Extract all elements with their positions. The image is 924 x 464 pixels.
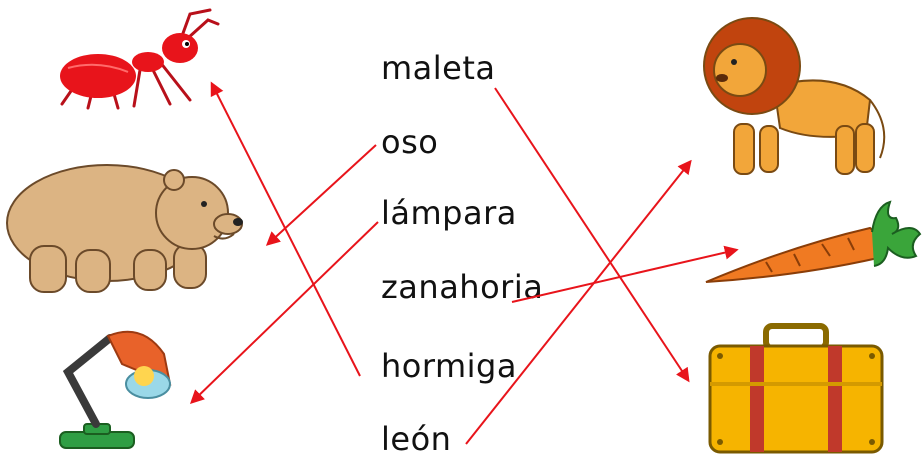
word-maleta: maleta: [381, 49, 496, 87]
lion-icon: [703, 17, 886, 175]
match-line-hormiga: [210, 81, 361, 377]
match-line-lampara: [189, 221, 379, 404]
desk-lamp-icon: [59, 330, 172, 449]
match-line-zanahoria: [511, 245, 739, 303]
match-line-oso: [265, 144, 377, 246]
word-lampara: lámpara: [381, 194, 517, 232]
word-hormiga: hormiga: [381, 347, 517, 385]
ant-icon: [60, 8, 220, 110]
bear-icon: [6, 164, 243, 293]
match-line-maleta: [494, 87, 690, 383]
word-oso: oso: [381, 123, 439, 161]
suitcase-icon: [708, 323, 884, 454]
carrot-icon: [705, 200, 922, 283]
word-zanahoria: zanahoria: [381, 268, 544, 306]
match-line-leon: [465, 159, 692, 445]
word-leon: león: [381, 420, 452, 458]
